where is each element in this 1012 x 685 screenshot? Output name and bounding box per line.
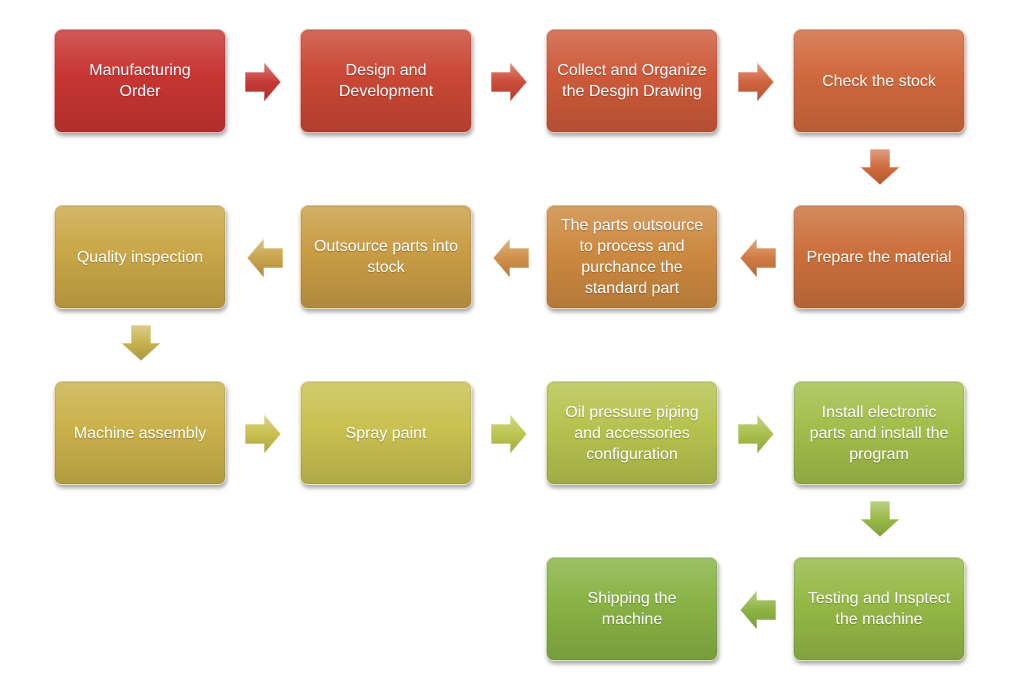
arrow-shape	[739, 237, 777, 279]
arrow-shape	[859, 500, 901, 538]
step-oil-pressure-piping: Oil pressure piping and accessories conf…	[546, 381, 718, 485]
step-check-stock: Check the stock	[793, 29, 965, 133]
arrow-shape	[246, 237, 284, 279]
step-prepare-material: Prepare the material	[793, 205, 965, 309]
arrow-left-icon	[739, 589, 777, 631]
arrow-left-icon	[492, 237, 530, 279]
step-install-electronic-parts: Install electronic parts and install the…	[793, 381, 965, 485]
step-quality-inspection: Quality inspection	[54, 205, 226, 309]
step-testing-inspect-machine: Testing and Insptect the machine	[793, 557, 965, 661]
arrow-shape	[244, 61, 282, 103]
step-shipping-machine: Shipping the machine	[546, 557, 718, 661]
arrow-shape	[492, 237, 530, 279]
arrow-down-icon	[859, 500, 901, 538]
arrow-shape	[490, 413, 528, 455]
arrow-shape	[490, 61, 528, 103]
step-outsource-parts-into-stock: Outsource parts into stock	[300, 205, 472, 309]
arrow-shape	[244, 413, 282, 455]
arrow-right-icon	[244, 413, 282, 455]
arrow-right-icon	[244, 61, 282, 103]
arrow-left-icon	[739, 237, 777, 279]
step-collect-organize-drawing: Collect and Organize the Desgin Drawing	[546, 29, 718, 133]
step-spray-paint: Spray paint	[300, 381, 472, 485]
arrow-shape	[737, 61, 775, 103]
arrow-down-icon	[120, 324, 162, 362]
arrow-down-icon	[859, 148, 901, 186]
arrow-shape	[859, 148, 901, 186]
step-manufacturing-order: Manufacturing Order	[54, 29, 226, 133]
arrow-shape	[739, 589, 777, 631]
step-design-and-development: Design and Development	[300, 29, 472, 133]
arrow-shape	[737, 413, 775, 455]
arrow-right-icon	[490, 61, 528, 103]
step-machine-assembly: Machine assembly	[54, 381, 226, 485]
arrow-shape	[120, 324, 162, 362]
arrow-right-icon	[490, 413, 528, 455]
arrow-left-icon	[246, 237, 284, 279]
arrow-right-icon	[737, 413, 775, 455]
step-outsource-process-purchase: The parts outsource to process and purch…	[546, 205, 718, 309]
arrow-right-icon	[737, 61, 775, 103]
